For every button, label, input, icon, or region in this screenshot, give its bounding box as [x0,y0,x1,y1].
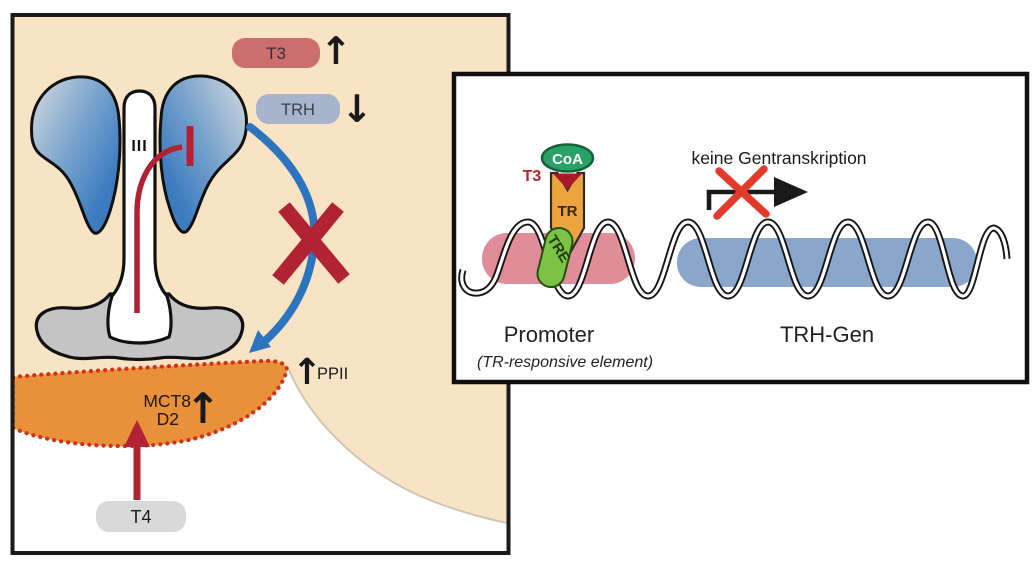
transcription-arrowhead [774,177,808,207]
no-transcription-cross-icon [713,165,770,220]
trh-label: TRH [281,101,315,119]
right-nucleus-shape [158,74,248,234]
no-transcription-label: keine Gentranskription [691,148,866,168]
tre-element-shape [536,226,574,289]
t3-ligand-label: T3 [523,168,542,185]
tanycyte-region-shape [10,358,289,449]
t3-inhibition-line [134,144,183,313]
t3-capsule [232,38,320,68]
left-nucleus-shape [30,75,122,235]
arrow-down-icon: ↓ [341,87,373,131]
brain-soft-edge [288,369,508,524]
trh-gene-label: TRH-Gen [780,322,874,347]
ppii-arrow-up-icon: ↑ [292,352,322,393]
arrow-up-icon: ↑ [320,29,352,73]
dna-helix [458,218,1011,300]
t4-label: T4 [130,507,151,527]
promoter-label: Promoter [504,322,594,347]
coa-label: CoA [552,151,583,168]
trh-capsule [256,94,340,124]
third-ventricle-label: III [131,138,147,155]
tr-label: TR [558,203,578,220]
trh-release-arrowhead [249,330,271,353]
blocked-cross-icon [272,202,350,285]
transcription-start-arrow [706,189,776,210]
promoter-sublabel: (TR-responsive element) [477,354,653,371]
t3-ligand-triangle-icon [553,173,582,190]
ppii-label: PPII [317,365,348,383]
coa-coactivator-shape [540,143,595,173]
d2-label: D2 [157,409,179,429]
t4-capsule [96,501,186,532]
gene-transcription-inset: TRE TR CoA T3 keine Gentranskription Pro… [451,71,1030,385]
t3-label: T3 [266,44,286,63]
t4-uptake-arrowhead [124,420,150,447]
mct8-d2-arrow-up-icon: ↑ [185,384,220,433]
hypothalamus-panel: III T3 ↑ TRH ↓ MCT8 D2 ↑ ↑ PPII T4 [10,13,511,555]
mct8-label: MCT8 [143,391,191,411]
